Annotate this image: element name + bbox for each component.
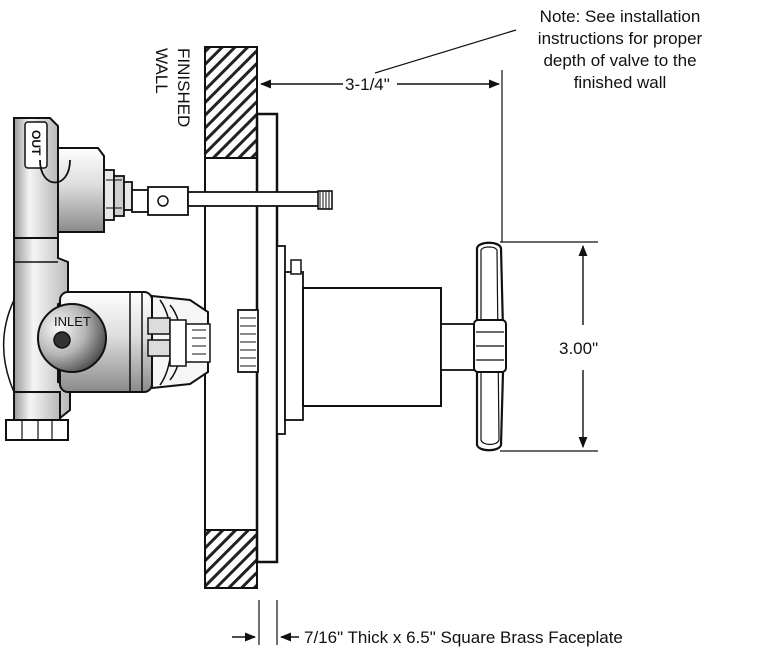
- wall-label-line2: WALL: [152, 48, 171, 94]
- stem-rod-upper: [187, 191, 321, 207]
- faceplate-spec: 7/16" Thick x 6.5" Square Brass Faceplat…: [304, 628, 623, 647]
- valve-body: OUT: [2, 117, 333, 441]
- note-line1: Note: See installation: [540, 7, 701, 26]
- handle-height-dimension: 3.00": [500, 241, 598, 452]
- depth-value: 3-1/4": [345, 75, 390, 94]
- out-port-label: OUT: [29, 130, 43, 156]
- bottom-nut: [5, 419, 69, 441]
- out-port-badge: [24, 121, 48, 169]
- trim-hub: [284, 271, 304, 421]
- handle-height-value: 3.00": [559, 339, 598, 358]
- inlet-label: INLET: [54, 314, 91, 329]
- trim-assembly: [276, 241, 507, 452]
- wall-section-top: [204, 46, 258, 159]
- handle-stem: [440, 323, 478, 371]
- inlet-port: INLET: [37, 303, 107, 373]
- wall-section-bottom: [204, 529, 258, 589]
- note-line2: instructions for proper: [538, 29, 703, 48]
- brass-faceplate: [255, 112, 279, 564]
- installation-note: Note: See installation instructions for …: [538, 7, 703, 92]
- finished-wall-label: FINISHED WALL: [152, 48, 193, 127]
- note-line3: depth of valve to the: [543, 51, 696, 70]
- depth-dimension: 3-1/4": [259, 70, 503, 242]
- valve-handle: [473, 241, 507, 452]
- wall-label-line1: FINISHED: [174, 48, 193, 127]
- finished-wall: [204, 46, 258, 589]
- trim-cylinder: [302, 287, 442, 407]
- threaded-cartridge: [237, 309, 259, 373]
- note-line4: finished wall: [574, 73, 667, 92]
- splined-stem-tip: [317, 190, 333, 210]
- note-leader-line: [374, 29, 517, 74]
- faceplate-dimension: 7/16" Thick x 6.5" Square Brass Faceplat…: [232, 600, 623, 647]
